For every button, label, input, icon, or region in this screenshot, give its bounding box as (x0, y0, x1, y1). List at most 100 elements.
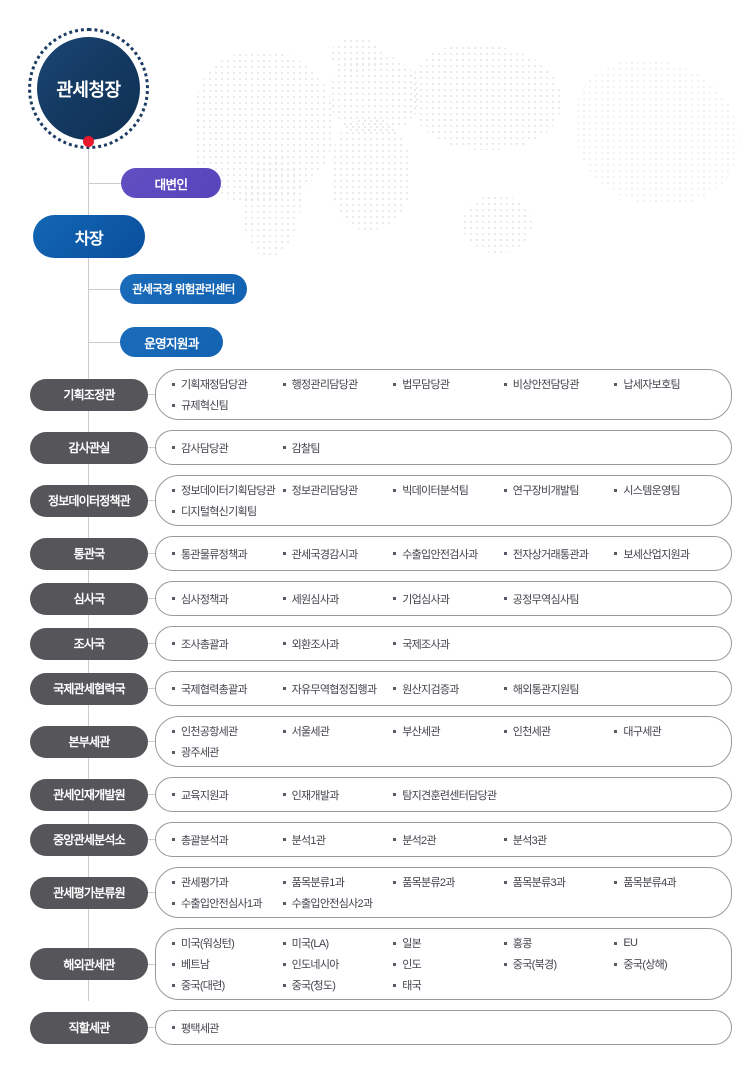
unit-label: 인도네시아 (291, 959, 340, 971)
connector-line (148, 892, 155, 893)
unit-item: 관세평가과 (172, 874, 279, 890)
department-pill: 국제관세협력국 (30, 672, 148, 705)
connector-line (148, 643, 155, 644)
unit-label: 규제혁신팀 (181, 400, 229, 412)
trunk-line (88, 147, 89, 1001)
unit-item: 기업심사과 (393, 591, 500, 607)
unit-item: 탐지견훈련센터담당관 (393, 787, 500, 803)
unit-label: 중국(청도) (291, 980, 336, 992)
unit-item: 보세산업지원과 (614, 546, 721, 562)
unit-item: 인천세관 (503, 723, 611, 739)
unit-item: EU (614, 935, 721, 951)
commissioner-node: 관세청장 (28, 28, 149, 149)
bullet-icon (614, 552, 618, 555)
bullet-icon (503, 552, 507, 555)
bullet-icon (282, 687, 286, 690)
connector-line (148, 741, 155, 742)
bullet-icon (282, 901, 286, 905)
unit-label: 분석2관 (402, 834, 436, 847)
department-pill: 관세평가분류원 (30, 876, 148, 909)
unit-label: 인재개발과 (291, 789, 340, 802)
unit-label: 납세자보호팀 (623, 379, 680, 391)
unit-label: 기획재정담당관 (181, 379, 248, 391)
bullet-icon (172, 687, 175, 690)
bullet-icon (172, 488, 175, 492)
bullet-icon (614, 382, 618, 386)
unit-item: 수출입안전검사과 (393, 546, 500, 562)
connector-line (148, 963, 155, 965)
connector-line (148, 447, 155, 448)
unit-item: 납세자보호팀 (614, 376, 721, 392)
unit-item: 중국(상해) (614, 956, 721, 972)
bullet-icon (282, 382, 286, 386)
department-pill: 직할세관 (30, 1011, 148, 1044)
bullet-icon (282, 962, 286, 966)
unit-item: 정보데이터기획담당관 (172, 482, 279, 498)
unit-label: 인도 (402, 959, 422, 971)
connector-line (148, 839, 155, 840)
world-map-dots-africa (332, 118, 412, 230)
unit-label: 분석1관 (291, 834, 326, 847)
bullet-icon (282, 729, 286, 733)
unit-label: 품목분류1과 (291, 877, 345, 889)
unit-label: 세원심사과 (291, 593, 340, 606)
bullet-icon (503, 687, 507, 690)
department-box: 평택세관 (155, 1010, 732, 1045)
unit-item: 인도네시아 (282, 956, 390, 972)
department-pill: 본부세관 (30, 725, 148, 758)
unit-item: 베트남 (172, 956, 279, 972)
unit-item: 자유무역협정집행과 (282, 681, 390, 697)
bullet-icon (503, 838, 507, 841)
unit-label: 인천공항세관 (181, 726, 238, 738)
unit-label: 조사총괄과 (181, 638, 229, 651)
unit-item: 대구세관 (614, 723, 721, 739)
bullet-icon (172, 880, 175, 884)
unit-label: 심사정책과 (181, 593, 229, 606)
bullet-icon (503, 729, 507, 733)
commissioner-label: 관세청장 (37, 37, 140, 140)
bullet-icon (172, 552, 175, 555)
department-pill: 중앙관세분석소 (30, 823, 148, 856)
bullet-icon (172, 838, 175, 841)
bullet-icon (282, 793, 286, 796)
unit-item: 미국(워싱턴) (172, 935, 279, 951)
unit-item: 교육지원과 (172, 787, 279, 803)
bullet-icon (393, 687, 397, 690)
unit-item: 통관물류정책과 (172, 546, 279, 562)
unit-label: 홍콩 (512, 938, 533, 950)
bullet-icon (393, 941, 397, 945)
connector-line (148, 598, 155, 599)
unit-item: 디지털혁신기획팀 (172, 503, 279, 519)
unit-item: 품목분류3과 (503, 874, 611, 890)
unit-label: 정보데이터기획담당관 (181, 485, 276, 497)
bullet-icon (172, 901, 175, 905)
bullet-icon (282, 880, 286, 884)
connector-line (148, 553, 155, 554)
bullet-icon (282, 552, 286, 555)
unit-item: 외환조사과 (282, 636, 390, 652)
unit-item: 시스템운영팀 (614, 482, 721, 498)
bullet-icon (282, 642, 286, 645)
unit-label: 일본 (402, 938, 422, 950)
unit-label: 빅데이터분석팀 (402, 485, 469, 497)
unit-label: 탐지견훈련센터담당관 (402, 789, 497, 802)
world-map-dots-south-america (243, 155, 301, 257)
unit-item: 규제혁신팀 (172, 397, 279, 413)
bullet-icon (503, 941, 507, 945)
bullet-icon (282, 597, 286, 600)
unit-item: 공정무역심사팀 (503, 591, 611, 607)
unit-label: 감사담당관 (181, 442, 229, 455)
unit-item: 중국(북경) (503, 956, 611, 972)
department-pill: 해외관세관 (30, 948, 148, 980)
unit-item: 국제조사과 (393, 636, 500, 652)
bullet-icon (172, 597, 175, 600)
